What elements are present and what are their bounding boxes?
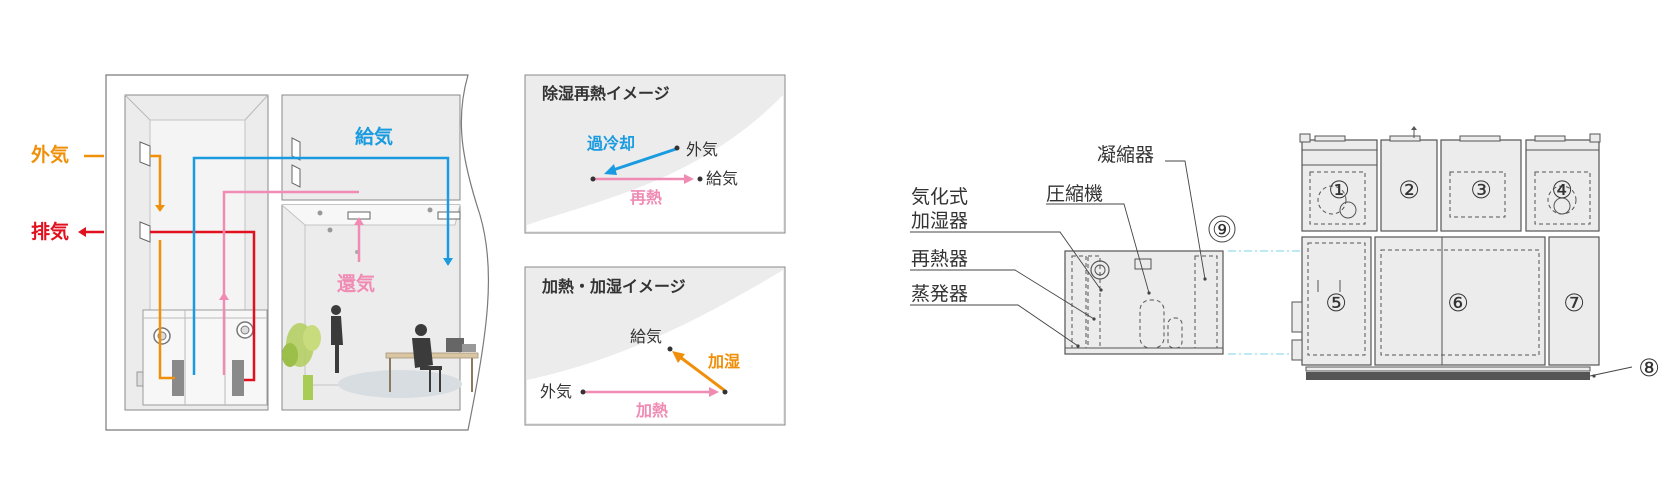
exhaust-duct (150, 230, 256, 382)
humidifier-label-line2: 加湿器 (911, 210, 968, 232)
outside-air-duct (150, 154, 162, 210)
overcool-arrow (609, 147, 677, 173)
marker-9-label: ⑨ (1212, 218, 1232, 243)
marker-4: ④ (1551, 176, 1573, 204)
marker-3: ③ (1470, 176, 1492, 204)
module-7 (1548, 236, 1600, 366)
outside-air-louver (139, 141, 151, 167)
heating-label: 加熱 (635, 401, 668, 420)
marker-9 (1208, 215, 1236, 243)
return-air-duct (222, 190, 359, 375)
humidify-arrowhead (672, 351, 685, 363)
heating-arrowhead (709, 387, 719, 397)
exhaust-air-label: 排気 (31, 220, 69, 243)
marker-1: ① (1328, 176, 1350, 204)
return-air-arrowhead (354, 217, 364, 225)
air-handling-unit-illustration (136, 309, 268, 406)
module-3 (1440, 139, 1522, 232)
supply-air-arrowhead (443, 258, 453, 266)
dehumid-supply-air-label: 給気 (706, 169, 738, 188)
dehumid-panel-title: 除湿再熱イメージ (542, 84, 670, 103)
marker-6: ⑥ (1447, 289, 1469, 317)
evaporator-label: 蒸発器 (911, 283, 968, 305)
return-air-label: 還気 (337, 272, 375, 295)
module-8-base (1306, 372, 1590, 380)
marker-2: ② (1398, 176, 1420, 204)
exhaust-arrowhead (78, 227, 86, 237)
reheat-label: 再熱 (630, 188, 662, 207)
supply-air-label: 給気 (355, 125, 393, 148)
humid-outside-air-label: 外気 (540, 382, 572, 401)
supply-air-duct (192, 156, 450, 375)
module-2 (1380, 139, 1438, 232)
dehumid-outside-air-label: 外気 (686, 140, 718, 159)
module-5 (1301, 236, 1372, 366)
humid-panel-title: 加熱・加湿イメージ (541, 277, 686, 296)
humidifier-label-line1: 気化式 (911, 186, 968, 208)
standing-person-illustration (331, 305, 343, 373)
outside-air-arrowhead (155, 205, 165, 212)
office-desk-illustration (385, 324, 479, 392)
reheat-arrowhead (684, 174, 694, 184)
dehumid-reheat-panel: 除湿再熱イメージ 過冷却 外気 給気 再熱 (524, 74, 786, 234)
unit-front-view: ① ② ③ ④ ⑤ ⑥ ⑦ ⑧ (1291, 126, 1660, 382)
heating-humidify-panel: 加熱・加湿イメージ 給気 加湿 外気 加熱 (524, 266, 786, 426)
marker-7: ⑦ (1563, 289, 1585, 317)
exhaust-louver (139, 221, 151, 243)
compressor-label: 圧縮機 (1046, 183, 1103, 205)
marker-8: ⑧ (1638, 354, 1660, 382)
outside-air-duct-lower (158, 240, 175, 380)
reheater-label: 再熱器 (911, 248, 968, 270)
overcool-arrowhead (604, 164, 617, 175)
building-section: 外気 排気 給気 還気 (31, 74, 490, 431)
unit-side-view: ⑨ 凝縮器 圧縮機 気化式 加湿器 再熱器 蒸発器 (910, 144, 1305, 355)
humidify-label: 加湿 (707, 352, 740, 371)
plant-illustration (282, 323, 321, 400)
overcool-label: 過冷却 (586, 134, 635, 153)
module-6 (1374, 236, 1546, 366)
humid-supply-air-label: 給気 (630, 327, 662, 346)
humidify-arrow (679, 355, 725, 392)
marker-5: ⑤ (1325, 289, 1347, 317)
condenser-label: 凝縮器 (1097, 144, 1154, 166)
outside-air-label: 外気 (31, 143, 69, 166)
module-4 (1525, 139, 1600, 232)
